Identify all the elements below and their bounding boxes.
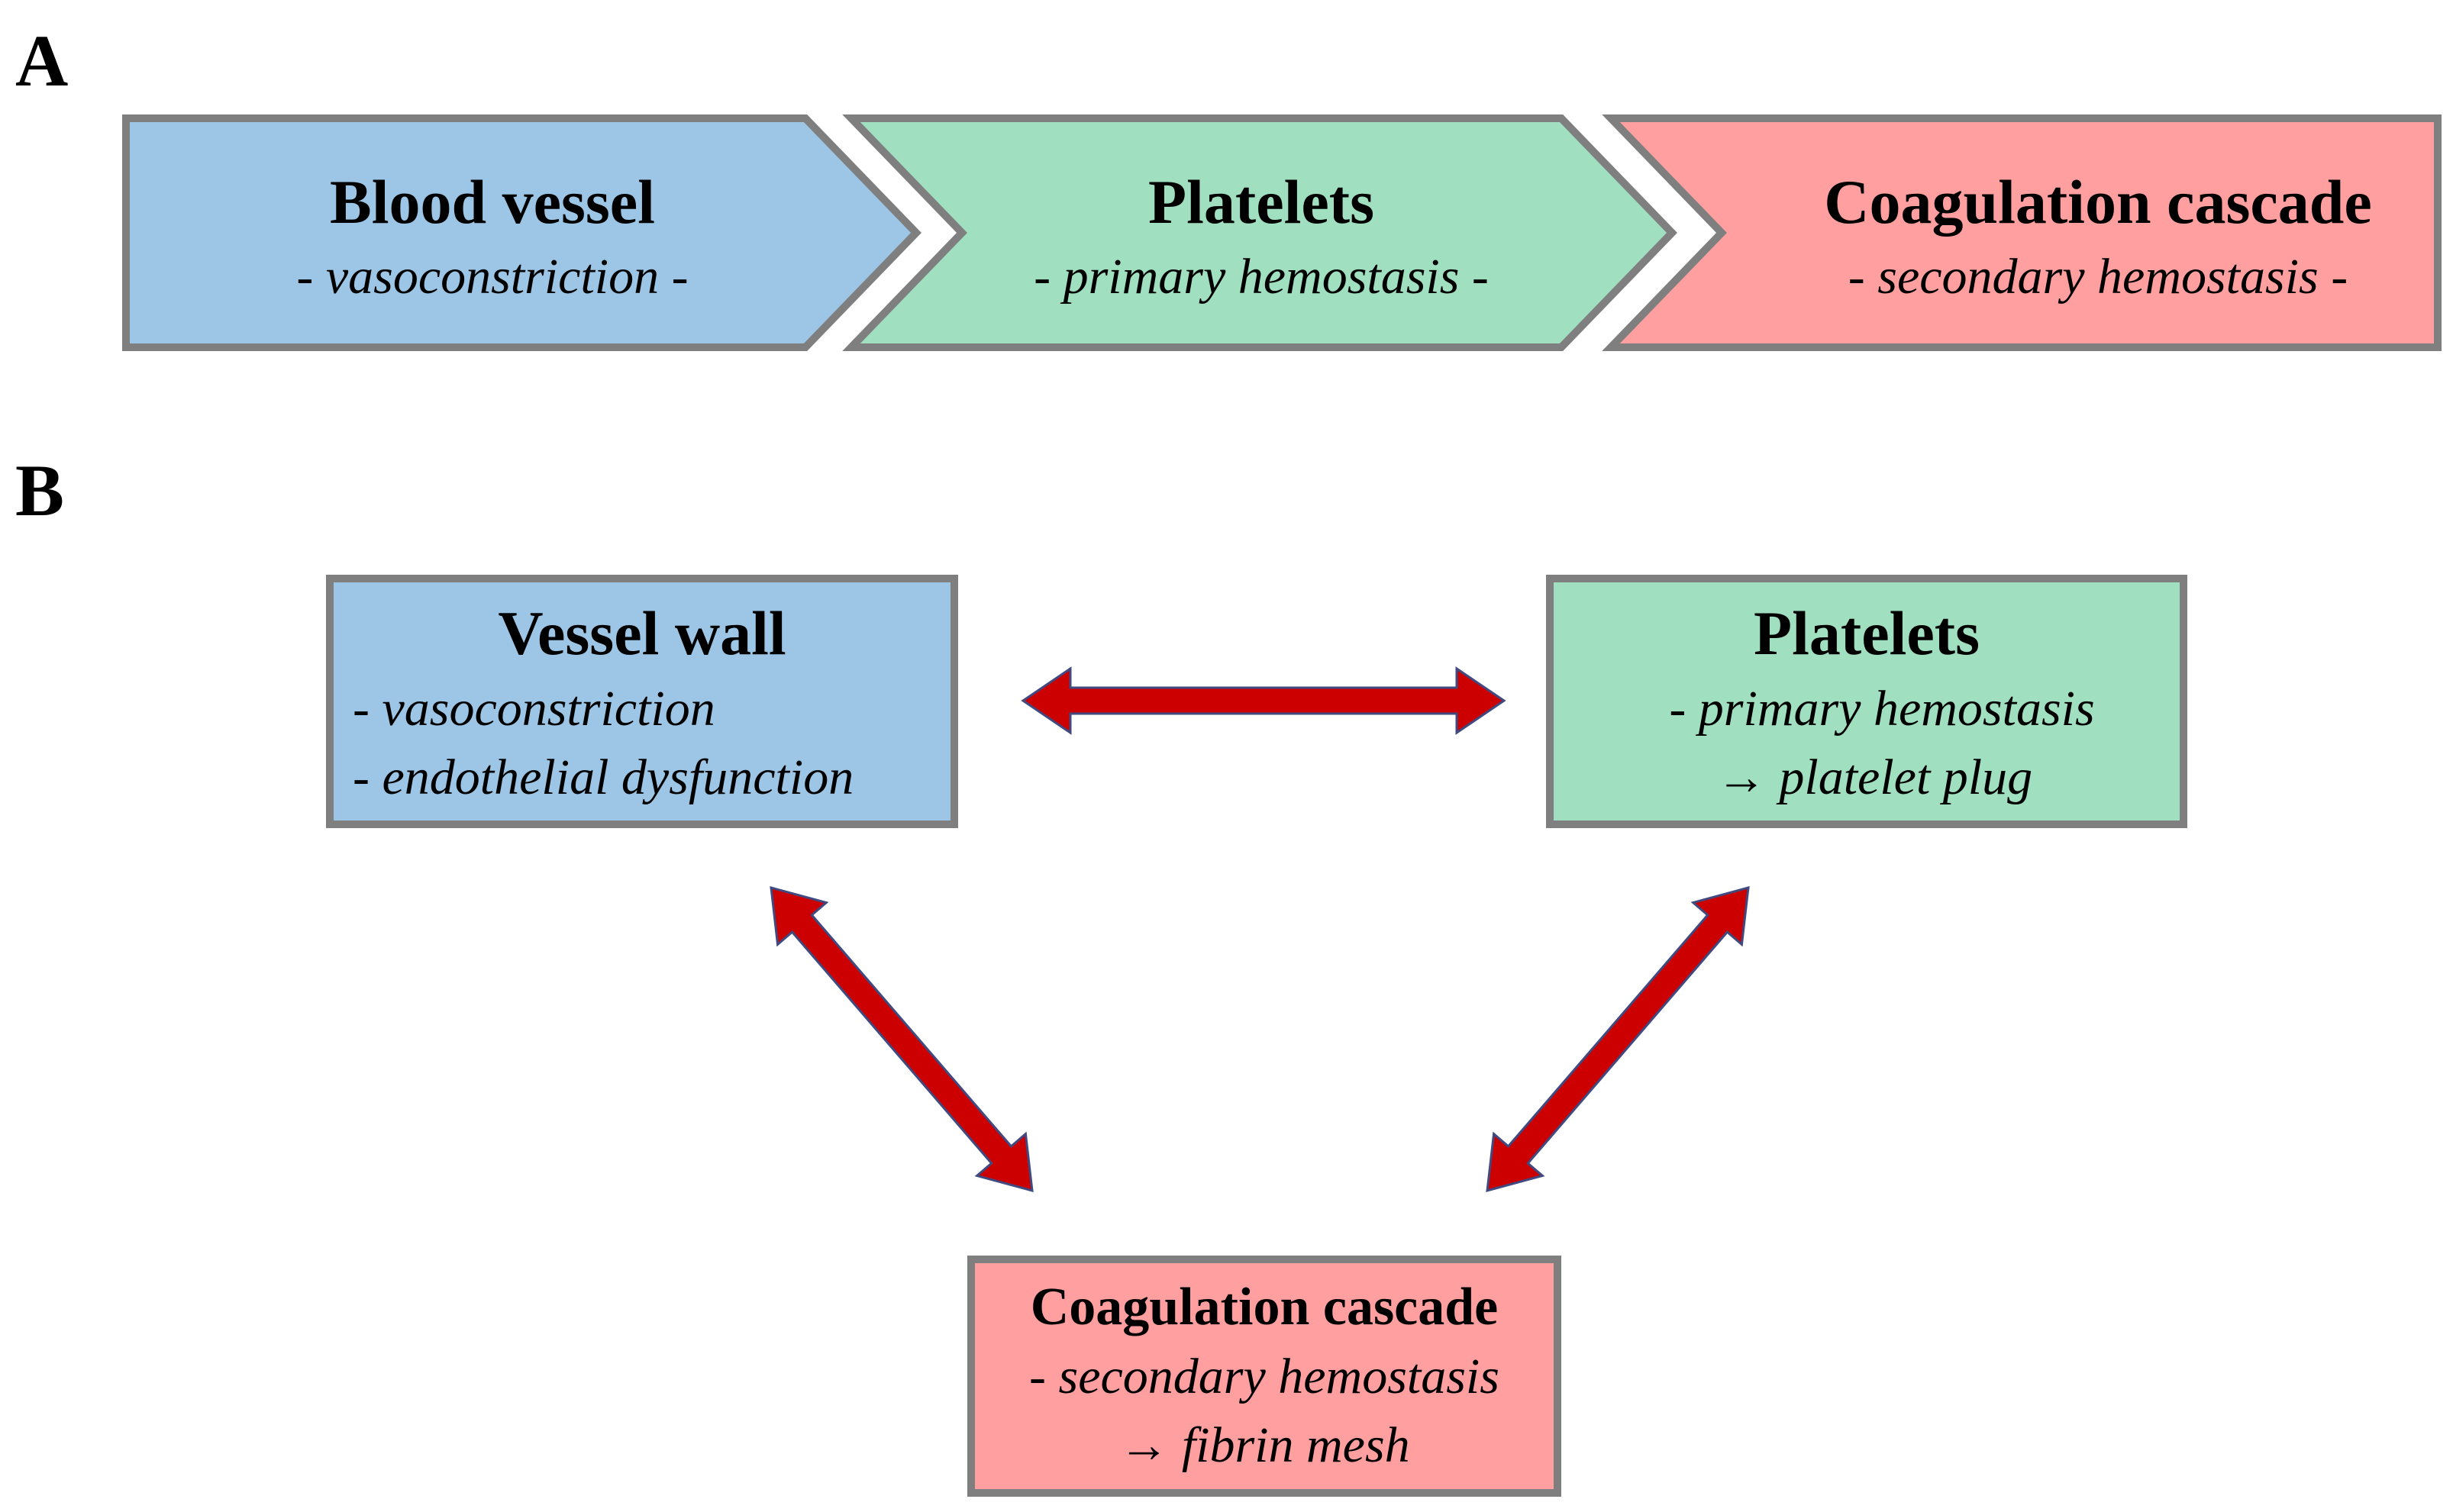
box-platelets-shape	[1546, 575, 2187, 828]
step-coagulation-cascade: Coagulation cascade - secondary hemostas…	[1602, 114, 2442, 351]
box-platelets-title: Platelets	[1754, 598, 1980, 668]
step-coagulation-cascade-shape	[1602, 114, 2442, 351]
step-blood-vessel-title: Blood vessel	[330, 167, 655, 237]
box-coagulation-cascade-shape	[967, 1256, 1561, 1497]
box-platelets: Platelets - primary hemostasis → platele…	[1546, 575, 2187, 828]
box-vessel-wall-line1: - vasoconstriction	[353, 681, 715, 737]
step-platelets: Platelets - primary hemostasis -	[842, 114, 1677, 351]
step-blood-vessel: Blood vessel - vasoconstriction -	[122, 114, 921, 351]
box-vessel-wall: Vessel wall - vasoconstriction - endothe…	[326, 575, 958, 828]
box-vessel-wall-title: Vessel wall	[498, 598, 786, 668]
step-coagulation-cascade-subtitle: - secondary hemostasis -	[1848, 249, 2348, 305]
box-coagulation-cascade: Coagulation cascade - secondary hemostas…	[967, 1256, 1561, 1497]
box-vessel-wall-shape	[326, 575, 958, 828]
box-platelets-line1: - primary hemostasis	[1669, 681, 2094, 737]
step-platelets-title: Platelets	[1148, 167, 1374, 237]
arrow-platelets-coagulation	[1486, 885, 1750, 1193]
step-blood-vessel-subtitle: - vasoconstriction -	[296, 249, 688, 305]
step-blood-vessel-shape	[122, 114, 921, 351]
panel-b-label: B	[15, 450, 64, 531]
box-coagulation-cascade-line2: → fibrin mesh	[1118, 1417, 1409, 1473]
arrow-vessel-platelets	[1021, 666, 1506, 735]
arrow-vessel-coagulation	[770, 885, 1034, 1193]
step-platelets-shape	[842, 114, 1677, 351]
box-coagulation-cascade-title: Coagulation cascade	[1031, 1278, 1499, 1336]
box-vessel-wall-line2: - endothelial dysfunction	[353, 750, 854, 805]
step-platelets-subtitle: - primary hemostasis -	[1034, 249, 1489, 305]
panel-a-label: A	[15, 20, 68, 102]
step-coagulation-cascade-title: Coagulation cascade	[1824, 167, 2372, 237]
box-platelets-line2: → platelet plug	[1716, 750, 2032, 805]
box-coagulation-cascade-line1: - secondary hemostasis	[1029, 1349, 1499, 1404]
